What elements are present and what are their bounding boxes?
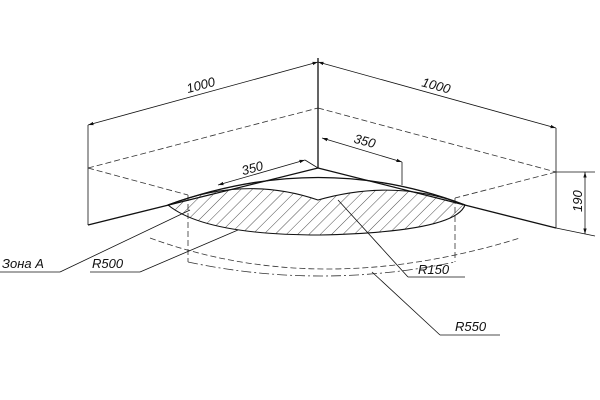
- dim-350-left-text: 350: [240, 158, 266, 178]
- dimension-190-height: 190: [555, 171, 596, 237]
- callout-r500: R500: [90, 229, 239, 273]
- dimension-350-left: 350: [217, 158, 319, 186]
- callout-zone-a: Зона А: [0, 209, 191, 273]
- top-rim-outline: [87, 107, 557, 199]
- dimension-350-right: 350: [321, 131, 403, 185]
- callout-r550: R550: [371, 271, 500, 336]
- zone-a-label: Зона А: [2, 256, 44, 271]
- dim-190-text: 190: [570, 190, 585, 212]
- front-arcs: [149, 237, 521, 277]
- dim-1000-left-text: 1000: [185, 74, 218, 96]
- dim-1000-right-text: 1000: [420, 75, 453, 97]
- dimension-1000-left: 1000: [87, 61, 319, 126]
- seat-inner-arc: [167, 176, 466, 206]
- callout-r150: R150: [337, 199, 465, 278]
- r500-label: R500: [92, 256, 124, 271]
- dimension-1000-right: 1000: [317, 61, 557, 129]
- zone-a-hatched-area: [166, 188, 466, 236]
- r150-label: R150: [418, 262, 450, 277]
- dim-350-right-text: 350: [352, 131, 378, 151]
- r550-label: R550: [455, 319, 487, 334]
